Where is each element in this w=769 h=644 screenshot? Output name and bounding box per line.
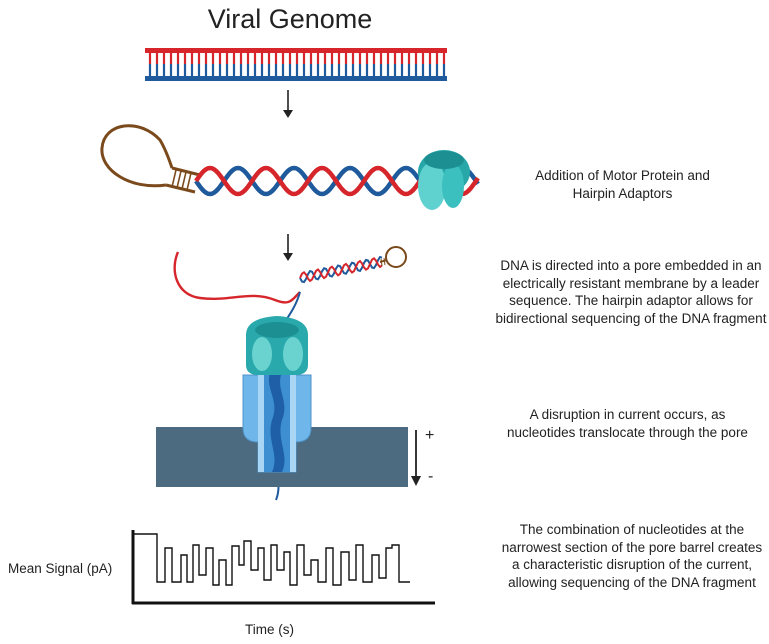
voltage-minus: -	[428, 468, 434, 485]
ladder-rungs	[148, 53, 446, 76]
genome-ladder	[145, 48, 447, 81]
leader-sequence	[173, 251, 301, 304]
signal-plot	[131, 530, 435, 605]
small-helix	[299, 255, 383, 284]
step-arrow-1	[283, 90, 293, 118]
ladder-bottom-strand	[145, 76, 447, 81]
ladder-top-strand	[145, 48, 447, 53]
step-signal-text: The combination of nucleotides at the na…	[501, 522, 763, 590]
small-hairpin	[379, 246, 407, 268]
page-title: Viral Genome	[207, 4, 373, 34]
step-arrow-2	[283, 234, 293, 261]
hairpin-adaptor	[100, 124, 201, 194]
voltage-plus: +	[425, 427, 435, 444]
step-pore-entry-text: DNA is directed into a pore embedded in …	[495, 258, 767, 326]
motor-protein	[418, 150, 470, 210]
signal-trace	[133, 533, 410, 586]
voltage-arrow	[411, 430, 421, 486]
pore-motor-protein	[246, 316, 308, 375]
step-current-text: A disruption in current occurs, as nucle…	[507, 407, 748, 440]
step-adaptors-text: Addition of Motor Protein and Hairpin Ad…	[535, 168, 710, 201]
nanopore	[242, 370, 312, 473]
signal-y-label: Mean Signal (pA)	[8, 561, 113, 576]
signal-x-label: Time (s)	[245, 622, 294, 637]
